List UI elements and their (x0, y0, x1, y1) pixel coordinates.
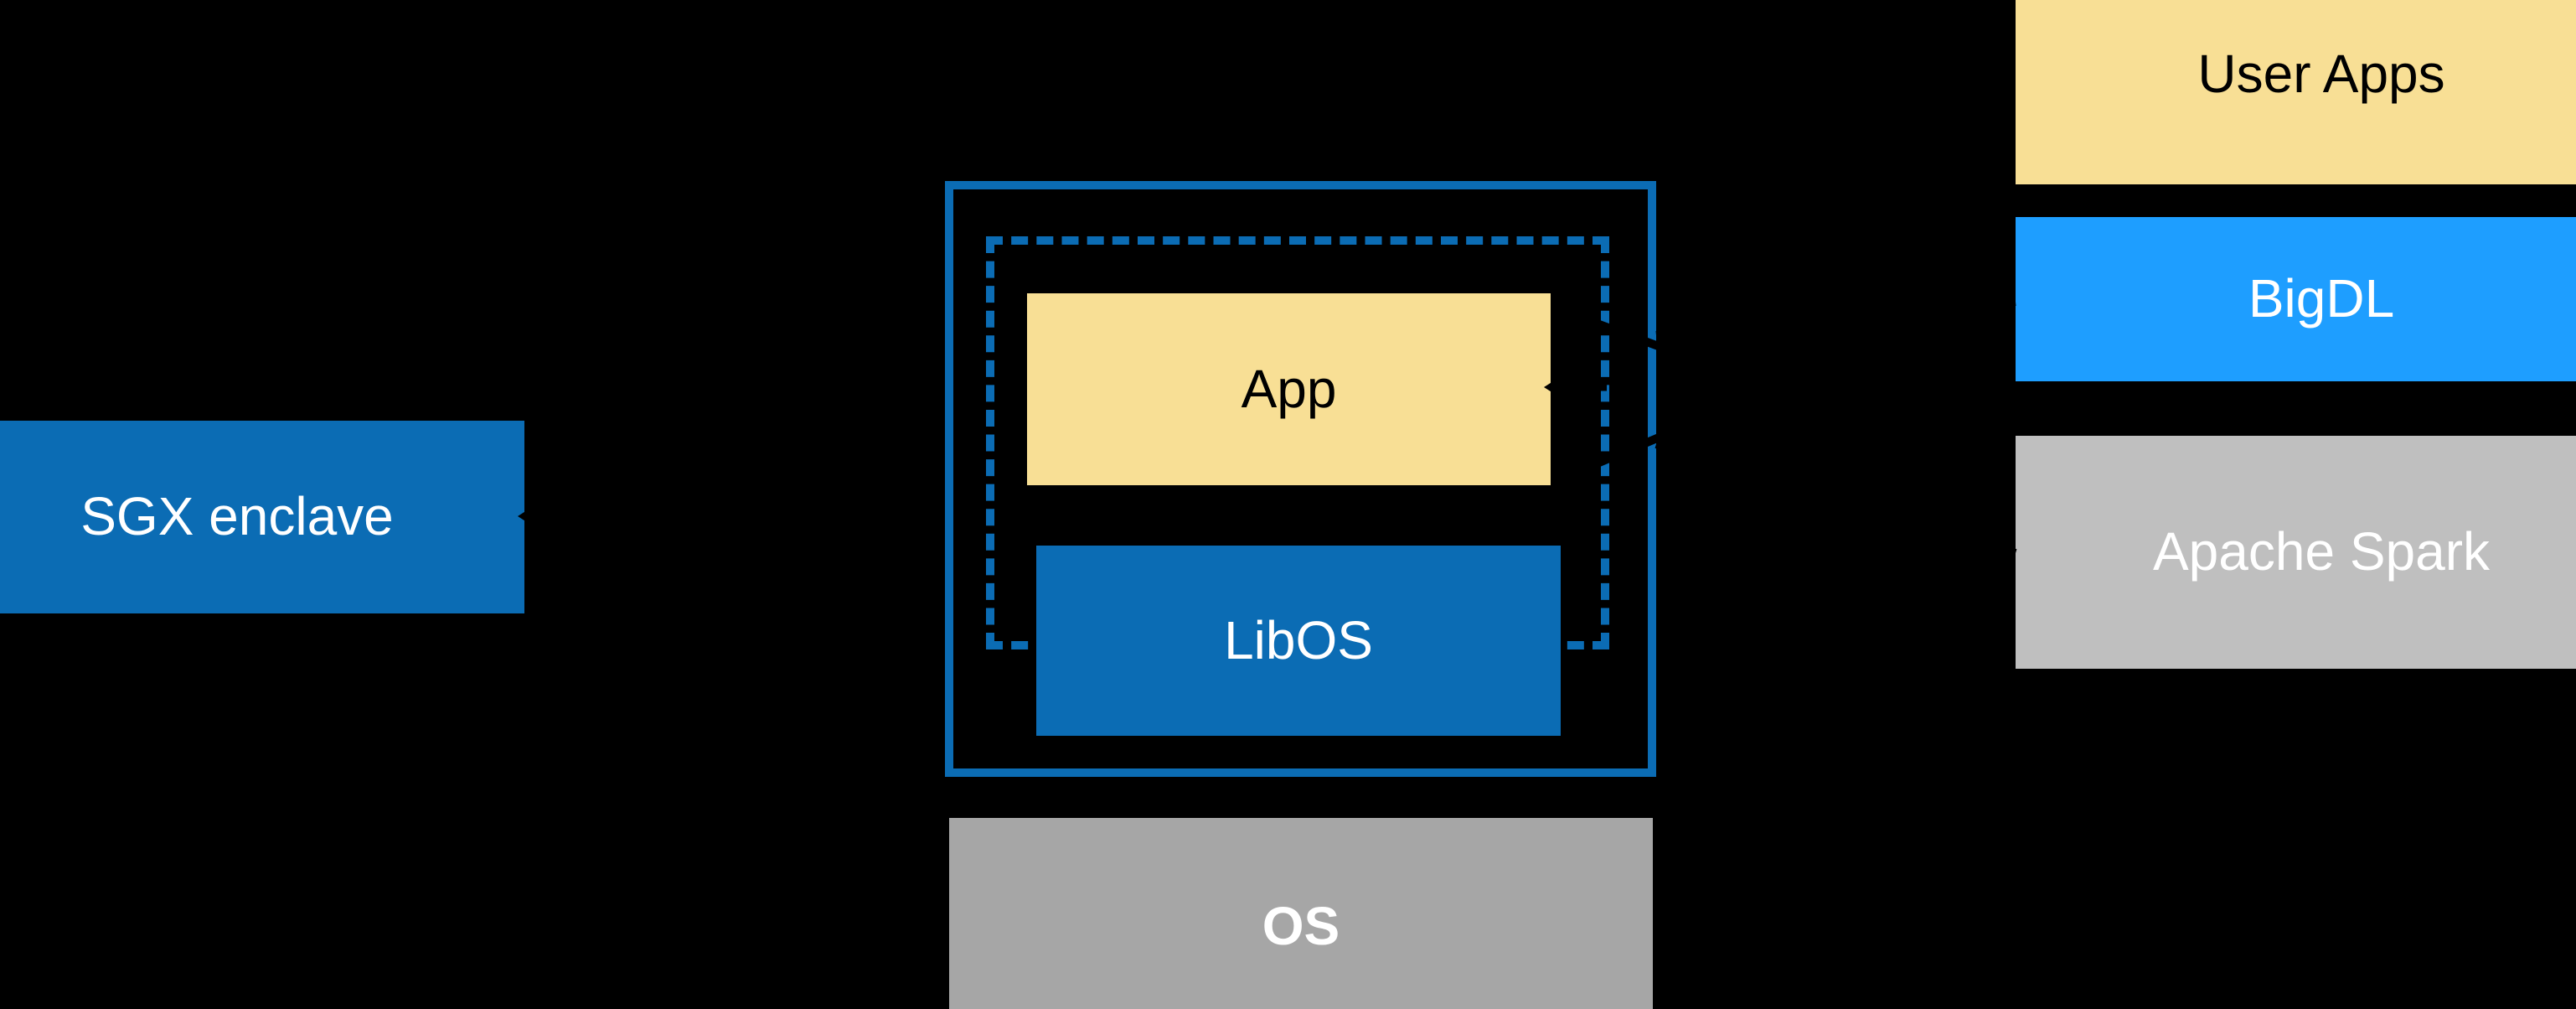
libos-box[interactable]: LibOS (1036, 546, 1561, 736)
os-box[interactable]: OS (949, 818, 1653, 1009)
outer-border-to-spark-connector (1655, 440, 2017, 557)
bigdl-box[interactable]: BigDL (2016, 217, 2576, 381)
sgx-enclave-leader-line (518, 504, 945, 528)
enclave-outer-border (945, 181, 1656, 777)
app-box[interactable]: App (1027, 293, 1551, 485)
apache-spark-box[interactable]: Apache Spark (2016, 436, 2576, 669)
user-apps-box[interactable]: User Apps (2016, 0, 2576, 184)
sgx-enclave-box[interactable]: SGX enclave (0, 421, 524, 613)
outer-border-to-bigdl-connector (1655, 298, 2016, 339)
